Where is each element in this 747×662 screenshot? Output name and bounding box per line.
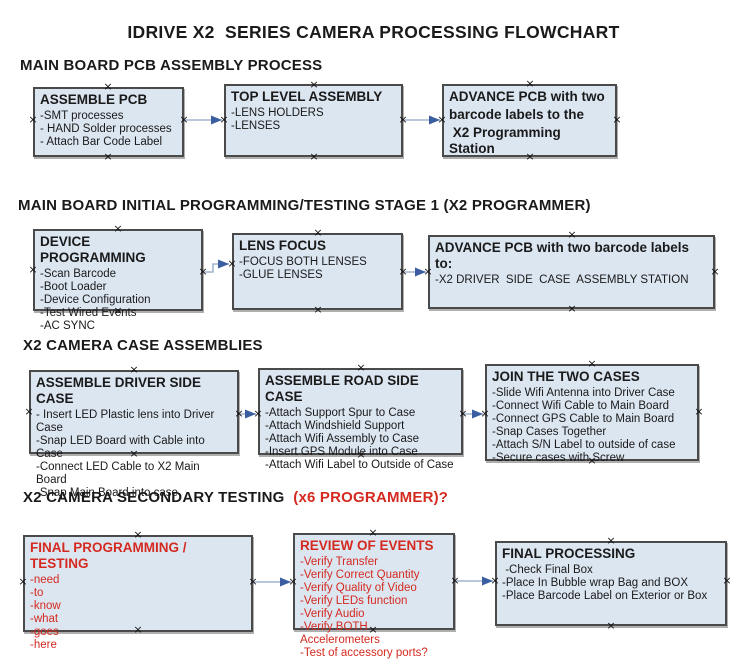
flow-box-item: -Attach Windshield Support xyxy=(265,420,405,432)
flow-box-item: -Scan Barcode xyxy=(40,268,117,280)
flow-box-title: DEVICE PROGRAMMING xyxy=(40,234,146,265)
section-heading-accent-text: (x6 PROGRAMMER)? xyxy=(288,489,449,506)
flow-box-item: -SMT processes xyxy=(40,110,124,122)
flow-box-item: -Verify Quality of Video xyxy=(300,582,417,594)
flow-box-item: -Attach S/N Label to outside of case xyxy=(492,439,676,451)
flow-box-item: -LENS HOLDERS xyxy=(231,107,324,119)
flow-box-title: REVIEW OF EVENTS xyxy=(300,538,434,553)
flow-box-item: -Check Final Box xyxy=(502,564,593,576)
flow-box-item: -Insert GPS Module into Case xyxy=(265,446,418,458)
flow-box-title: ADVANCE PCB with two barcode labels to: xyxy=(435,240,693,271)
flow-box-assemble-pcb: ASSEMBLE PCB -SMT processes- HAND Solder … xyxy=(33,87,184,157)
flow-box-lens-focus: LENS FOCUS -FOCUS BOTH LENSES-GLUE LENSES xyxy=(232,233,403,310)
flow-box-device-programming: DEVICE PROGRAMMING -Scan Barcode-Boot Loa… xyxy=(33,229,203,332)
flow-box-final-programming-testing: FINAL PROGRAMMING / TESTING -need-to-know… xyxy=(23,535,253,651)
flow-box-item: -Attach Support Spur to Case xyxy=(265,407,416,419)
flow-box-advance-pcb-to-programming-station: ADVANCE PCB with two barcode labels to th… xyxy=(442,84,617,157)
flow-box-item: -Attach Wifi Assembly to Case xyxy=(265,433,420,445)
flow-box-title: X2 Programming Station xyxy=(449,125,565,156)
flow-box-item: -Verify Audio xyxy=(300,608,365,620)
flow-box-advance-pcb-to-case-assembly: ADVANCE PCB with two barcode labels to: -… xyxy=(428,235,715,309)
flow-box-item: -here xyxy=(30,639,57,651)
flow-box-title: FINAL PROGRAMMING / TESTING xyxy=(30,540,191,571)
flow-box-title: ASSEMBLE DRIVER SIDE CASE xyxy=(36,375,205,406)
section-heading-initial-programming: MAIN BOARD INITIAL PROGRAMMING/TESTING S… xyxy=(18,197,591,214)
flow-box-item: -Connect LED Cable to X2 Main Board xyxy=(36,461,203,486)
flow-box-top-level-assembly: TOP LEVEL ASSEMBLY -LENS HOLDERS-LENSES xyxy=(224,84,403,157)
section-heading-text: X2 CAMERA CASE ASSEMBLIES xyxy=(23,337,263,354)
flow-box-item: -what xyxy=(30,613,59,625)
flow-box-item: -LENSES xyxy=(231,120,281,132)
flow-box-item: -Verify LEDs function xyxy=(300,595,408,607)
flow-box-item: -goes xyxy=(30,626,59,638)
flow-box-item: -Boot Loader xyxy=(40,281,107,293)
flow-box-join-the-two-cases: JOIN THE TWO CASES -Slide Wifi Antenna in… xyxy=(485,364,699,464)
flow-box-item: -Attach Wifi Label to Outside of Case xyxy=(265,459,454,471)
section-heading-secondary-testing: X2 CAMERA SECONDARY TESTING (x6 PROGRAMM… xyxy=(23,489,448,506)
flow-box-item: -Verify Transfer xyxy=(300,556,378,568)
flow-box-item: -Slide Wifi Antenna into Driver Case xyxy=(492,387,675,399)
section-heading-text: MAIN BOARD INITIAL PROGRAMMING/TESTING S… xyxy=(18,197,591,214)
flow-box-assemble-driver-side-case: ASSEMBLE DRIVER SIDE CASE - Insert LED Pl… xyxy=(29,370,239,499)
flow-box-item: -AC SYNC xyxy=(40,320,95,332)
flow-box-item: -Connect GPS Cable to Main Board xyxy=(492,413,675,425)
flow-box-item: -Test Wired Events xyxy=(40,307,137,319)
flow-box-item: -FOCUS BOTH LENSES xyxy=(239,256,367,268)
section-heading-case-assemblies: X2 CAMERA CASE ASSEMBLIES xyxy=(23,337,263,354)
page-title: IDRIVE X2 SERIES CAMERA PROCESSING FLOWC… xyxy=(127,22,620,42)
flow-box-item: - Insert LED Plastic lens into Driver Ca… xyxy=(36,409,218,434)
flow-box-title: ASSEMBLE ROAD SIDE CASE xyxy=(265,373,423,404)
flow-box-item: - Attach Bar Code Label xyxy=(40,136,163,148)
flow-box-item: -GLUE LENSES xyxy=(239,269,323,281)
flow-box-title: JOIN THE TWO CASES xyxy=(492,369,640,384)
flow-box-item: -Verify Correct Quantity xyxy=(300,569,420,581)
flow-box-item: -Snap LED Board with Cable into Case xyxy=(36,435,208,460)
flow-box-title: ASSEMBLE PCB xyxy=(40,92,148,107)
arrow-deviceprog-to-lensfocus xyxy=(203,259,229,273)
flow-box-item: -Verify BOTH Accelerometers xyxy=(300,621,380,646)
flow-box-item: -Snap Main Board into case xyxy=(36,487,178,499)
flow-box-title: TOP LEVEL ASSEMBLY xyxy=(231,89,383,104)
section-heading-pcb-assembly: MAIN BOARD PCB ASSEMBLY PROCESS xyxy=(20,57,322,74)
flow-box-title: ADVANCE PCB with two xyxy=(449,89,605,104)
flow-box-review-of-events: REVIEW OF EVENTS-Verify Transfer-Verify … xyxy=(293,533,455,659)
section-heading-text: MAIN BOARD PCB ASSEMBLY PROCESS xyxy=(20,57,323,74)
flow-box-item: -need xyxy=(30,574,60,586)
flow-box-item: -Test of accessory ports? xyxy=(300,647,428,659)
flow-box-item: -Secure cases with Screw xyxy=(492,452,625,464)
flow-box-final-processing: FINAL PROCESSING -Check Final Box-Place … xyxy=(495,541,727,626)
flow-box-title: FINAL PROCESSING xyxy=(502,546,636,561)
flow-box-item: - HAND Solder processes xyxy=(40,123,172,135)
flow-box-title: barcode labels to the xyxy=(449,107,585,122)
section-heading-text: X2 CAMERA SECONDARY TESTING xyxy=(23,489,289,506)
flow-box-item: -Snap Cases Together xyxy=(492,426,607,438)
flow-box-item: -Connect Wifi Cable to Main Board xyxy=(492,400,670,412)
flow-box-title: LENS FOCUS xyxy=(239,238,327,253)
flow-box-item: -know xyxy=(30,600,61,612)
flow-box-item: -Place Barcode Label on Exterior or Box xyxy=(502,590,708,602)
flow-box-item: -X2 DRIVER SIDE CASE ASSEMBLY STATION xyxy=(435,274,689,286)
flow-box-item: -Device Configuration xyxy=(40,294,151,306)
flow-box-assemble-road-side-case: ASSEMBLE ROAD SIDE CASE -Attach Support S… xyxy=(258,368,463,471)
flow-box-item: -to xyxy=(30,587,44,599)
flow-box-item: -Place In Bubble wrap Bag and BOX xyxy=(502,577,689,589)
